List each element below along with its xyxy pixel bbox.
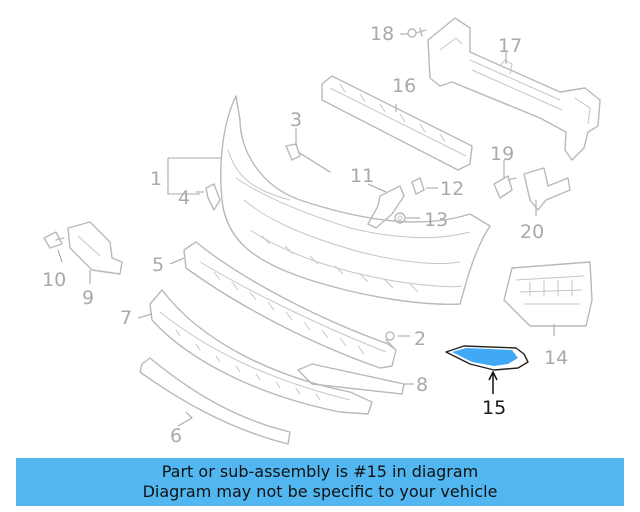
callout-17: 17 — [498, 35, 522, 57]
part-1-bumper-cover — [220, 95, 491, 305]
part-18-bolt — [407, 27, 427, 38]
part-17-reinforcement-bar — [427, 17, 601, 161]
part-16-energy-absorber — [321, 75, 473, 171]
callout-13: 13 — [424, 209, 448, 231]
part-12-clip — [411, 177, 425, 195]
callout-8: 8 — [416, 374, 428, 396]
callout-19: 19 — [490, 143, 514, 165]
callout-6: 6 — [170, 425, 182, 447]
part-3-clip — [285, 143, 331, 173]
part-13-nut — [394, 212, 406, 224]
part-5-grille — [183, 241, 397, 369]
callout-9: 9 — [82, 287, 94, 309]
callout-5: 5 — [152, 254, 164, 276]
callout-4: 4 — [178, 187, 190, 209]
part-8-trim — [297, 363, 405, 395]
leader-lines — [57, 33, 555, 427]
callout-15: 15 — [482, 397, 506, 419]
callout-18: 18 — [370, 23, 394, 45]
part-7-lower-grille — [149, 289, 373, 415]
callout-20: 20 — [520, 221, 544, 243]
callout-12: 12 — [440, 178, 464, 200]
callout-2: 2 — [414, 328, 426, 350]
callout-7: 7 — [120, 307, 132, 329]
part-15-pointer-arrow — [488, 370, 498, 394]
part-14-side-bracket — [503, 261, 593, 327]
part-9-bracket — [67, 221, 123, 275]
part-15-highlighted[interactable] — [445, 345, 529, 371]
exploded-parts-diagram: 1 2 3 4 5 6 7 8 9 10 11 12 13 14 15 16 1… — [42, 17, 601, 447]
part-10-bolt — [43, 231, 65, 249]
part-6-spoiler — [139, 357, 291, 445]
callout-10: 10 — [42, 269, 66, 291]
part-11-bracket — [367, 185, 405, 229]
callout-1: 1 — [150, 168, 162, 190]
callout-16: 16 — [392, 75, 416, 97]
info-banner: Part or sub-assembly is #15 in diagram D… — [16, 458, 624, 506]
banner-line-1: Part or sub-assembly is #15 in diagram — [161, 462, 479, 481]
part-15-highlight-fill — [452, 348, 518, 366]
part-4-clip — [205, 183, 221, 211]
part-20-bracket — [523, 167, 571, 211]
callout-11: 11 — [350, 165, 374, 187]
callout-14: 14 — [544, 347, 568, 369]
callout-labels: 1 2 3 4 5 6 7 8 9 10 11 12 13 14 15 16 1… — [42, 23, 568, 447]
callout-3: 3 — [290, 109, 302, 131]
banner-line-2: Diagram may not be specific to your vehi… — [142, 482, 498, 501]
part-19-grommet — [493, 175, 517, 199]
